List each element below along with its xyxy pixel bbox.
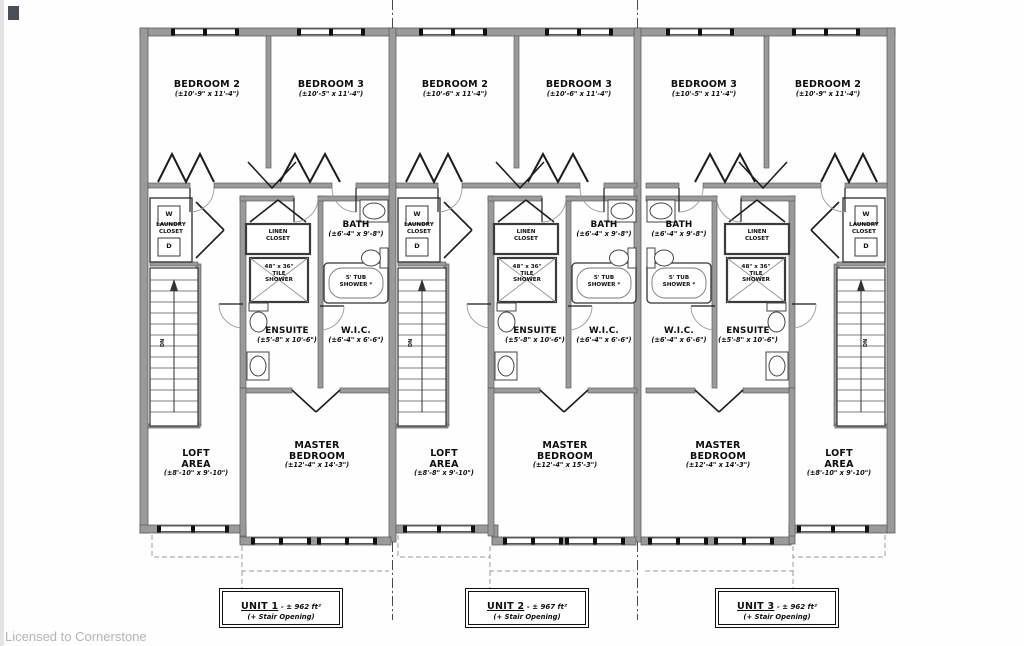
room-label-master: MASTER BEDROOM (±12'-4" x 14'-3") xyxy=(685,440,751,470)
unit-area: - ± 962 ft² xyxy=(280,603,321,611)
unit-note: (+ Stair Opening) xyxy=(743,613,811,621)
dryer-label: D xyxy=(863,242,869,250)
room-dims: (±10'-9" x 11'-4") xyxy=(174,89,240,98)
unit-2-title-box: UNIT 2 - ± 967 ft² (+ Stair Opening) xyxy=(465,588,589,628)
unit-name: UNIT 2 xyxy=(487,601,525,612)
room-dims: (±12'-4" x 14'-3") xyxy=(284,461,350,470)
washer-label: W xyxy=(862,210,870,218)
room-label-bedroom: BEDROOM 3 (±10'-6" x 11'-4") xyxy=(545,79,613,98)
room-name: BEDROOM xyxy=(289,450,345,462)
room-dims: (±8'-10" x 9'-10") xyxy=(163,469,229,478)
room-label-bedroom: BEDROOM 3 (±10'-5" x 11'-4") xyxy=(670,79,738,98)
bifold-door-icon xyxy=(157,151,878,185)
room-label-ensuite: ENSUITE (±5'-8" x 10'-6") xyxy=(248,326,326,344)
bathtub-icon xyxy=(323,262,712,304)
roofline-dash xyxy=(151,535,886,588)
room-label-bedroom: BEDROOM 3 (±10'-5" x 11'-4") xyxy=(271,79,391,98)
closet-boxes xyxy=(149,197,886,263)
page-edge-strip xyxy=(0,0,4,646)
room-name: ENSUITE xyxy=(265,326,309,336)
unit-note: (+ Stair Opening) xyxy=(247,613,315,621)
washer-label: W xyxy=(413,210,421,218)
shower-tile-cross xyxy=(249,257,786,303)
toilet-icon xyxy=(248,247,787,333)
room-name: MASTER xyxy=(294,440,340,451)
room-label-wic: W.I.C. (±6'-4" x 6'-6") xyxy=(576,326,632,344)
room-dims: (±10'-5" x 11'-4") xyxy=(298,89,364,98)
stairs-icon xyxy=(149,267,886,427)
unit-3-title-box: UNIT 3 - ± 962 ft² (+ Stair Opening) xyxy=(715,588,839,628)
room-name: BATH xyxy=(342,220,370,230)
room-label-wic: W.I.C. (±6'-4" x 6'-6") xyxy=(651,326,707,344)
room-name: AREA xyxy=(181,458,211,470)
room-label-ensuite: ENSUITE (±5'-8" x 10'-6") xyxy=(505,326,565,344)
corner-mark xyxy=(8,6,19,20)
room-name: W.I.C. xyxy=(341,326,371,336)
room-name: LOFT xyxy=(182,448,210,459)
unit-area: - ± 967 ft² xyxy=(526,603,567,611)
interior-walls xyxy=(147,35,888,537)
room-dims: (±6'-4" x 9'-8") xyxy=(328,229,384,238)
license-watermark: Licensed to Cornerstone xyxy=(5,629,147,644)
room-name: BEDROOM 3 xyxy=(297,79,365,90)
room-label-wic: W.I.C. (±6'-4" x 6'-6") xyxy=(318,326,394,344)
room-label-bedroom: BEDROOM 2 (±10'-9" x 11'-4") xyxy=(147,79,267,98)
unit-note: (+ Stair Opening) xyxy=(493,613,561,621)
door-swing-icon xyxy=(189,187,846,331)
unit-area: - ± 962 ft² xyxy=(776,603,817,611)
room-label-bedroom: BEDROOM 2 (±10'-6" x 11'-4") xyxy=(421,79,489,98)
unit-separator-dash xyxy=(151,0,886,620)
stair-direction-label: DN xyxy=(408,338,415,348)
window-icon xyxy=(157,28,869,545)
room-name: BEDROOM 2 xyxy=(173,79,241,90)
stair-direction-label: DN xyxy=(863,338,870,348)
unit-1-title-box: UNIT 1 - ± 962 ft² (+ Stair Opening) xyxy=(219,588,343,628)
room-label-bath: BATH (±6'-4" x 9'-8") xyxy=(576,220,632,238)
double-door-icon xyxy=(195,161,840,413)
unit-name: UNIT 1 xyxy=(241,601,279,612)
washer-label: W xyxy=(165,210,173,218)
room-label-bath: BATH (±6'-4" x 9'-8") xyxy=(651,220,707,238)
room-label-loft: LOFT AREA (±8'-10" x 9'-10") xyxy=(806,448,872,478)
room-label-master: MASTER BEDROOM (±12'-4" x 15'-3") xyxy=(532,440,598,470)
room-label-ensuite: ENSUITE (±5'-8" x 10'-6") xyxy=(718,326,778,344)
room-label-bedroom: BEDROOM 2 (±10'-9" x 11'-4") xyxy=(794,79,862,98)
dryer-label: D xyxy=(166,242,172,250)
unit-name: UNIT 3 xyxy=(737,601,775,612)
stair-direction-label: DN xyxy=(160,338,167,348)
room-label-master: MASTER BEDROOM (±12'-4" x 14'-3") xyxy=(257,440,377,470)
sink-icon xyxy=(246,199,789,381)
room-dims: (±6'-4" x 6'-6") xyxy=(328,335,384,344)
room-dims: (±5'-8" x 10'-6") xyxy=(257,335,317,344)
room-label-loft: LOFT AREA (±8'-10" x 9'-10") xyxy=(146,448,246,478)
dryer-label: D xyxy=(414,242,420,250)
room-label-bath: BATH (±6'-4" x 9'-8") xyxy=(318,220,394,238)
room-label-loft: LOFT AREA (±8'-8" x 9'-10") xyxy=(414,448,474,478)
